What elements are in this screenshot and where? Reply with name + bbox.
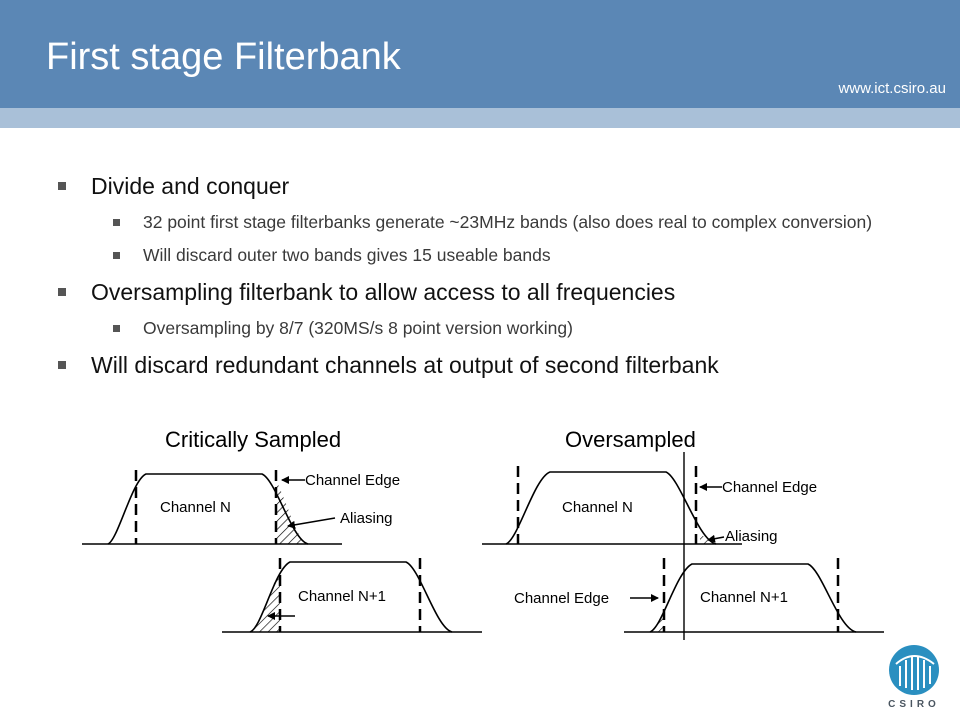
csiro-logo: CSIRO [888,645,940,710]
aliasing-label: Aliasing [725,528,778,545]
bullet-text: Divide and conquer [91,173,290,199]
channel-n-label: Channel N [562,499,633,516]
bullet-marker [113,252,120,259]
bullet-marker [58,361,66,369]
bullet-marker [58,288,66,296]
aliasing-arrow [707,534,725,543]
header-band [0,108,960,128]
bullet-text: Will discard outer two bands gives 15 us… [143,245,551,265]
bullet-3: Will discard redundant channels at outpu… [58,351,898,379]
bullet-marker [58,182,66,190]
aliasing-arrow [287,517,336,529]
header-bar [0,0,960,108]
channel-n1-label: Channel N+1 [700,589,788,606]
aliasing-hatch-region [700,532,716,544]
bullet-2: Oversampling filterbank to allow access … [58,278,898,306]
sub-bullet-2-1: Oversampling by 8/7 (320MS/s 8 point ver… [113,318,898,339]
bullet-list: Divide and conquer 32 point first stage … [58,172,898,391]
logo-text: CSIRO [888,699,940,710]
filterbank-diagram: Critically Sampled Channel N Channel Edg… [82,427,884,640]
channel-n1-label: Channel N+1 [298,588,386,605]
channel-edge-label: Channel Edge [514,590,609,607]
bullet-marker [113,325,120,332]
aliasing-hatch-region [250,570,280,632]
bullet-marker [113,219,120,226]
slide-title: First stage Filterbank [46,36,401,78]
aliasing-hatch-region [276,480,306,544]
sub-bullet-1-2: Will discard outer two bands gives 15 us… [113,245,898,266]
critically-sampled-title: Critically Sampled [165,427,341,452]
sub-bullet-1-1: 32 point first stage filterbanks generat… [113,212,898,233]
bullet-text: Oversampling by 8/7 (320MS/s 8 point ver… [143,318,573,338]
bullet-1: Divide and conquer [58,172,898,200]
bullet-text: 32 point first stage filterbanks generat… [143,212,873,232]
bullet-text: Oversampling filterbank to allow access … [91,279,676,305]
channel-n1-curve [649,563,857,633]
aliasing-hatch-region [650,616,664,632]
channel-n-label: Channel N [160,499,231,516]
bullet-text: Will discard redundant channels at outpu… [91,352,719,378]
channel-edge-label: Channel Edge [722,479,817,496]
aliasing-label: Aliasing [340,510,393,527]
oversampled-title: Oversampled [565,427,696,452]
channel-edge-label: Channel Edge [305,472,400,489]
website-url: www.ict.csiro.au [838,80,946,97]
